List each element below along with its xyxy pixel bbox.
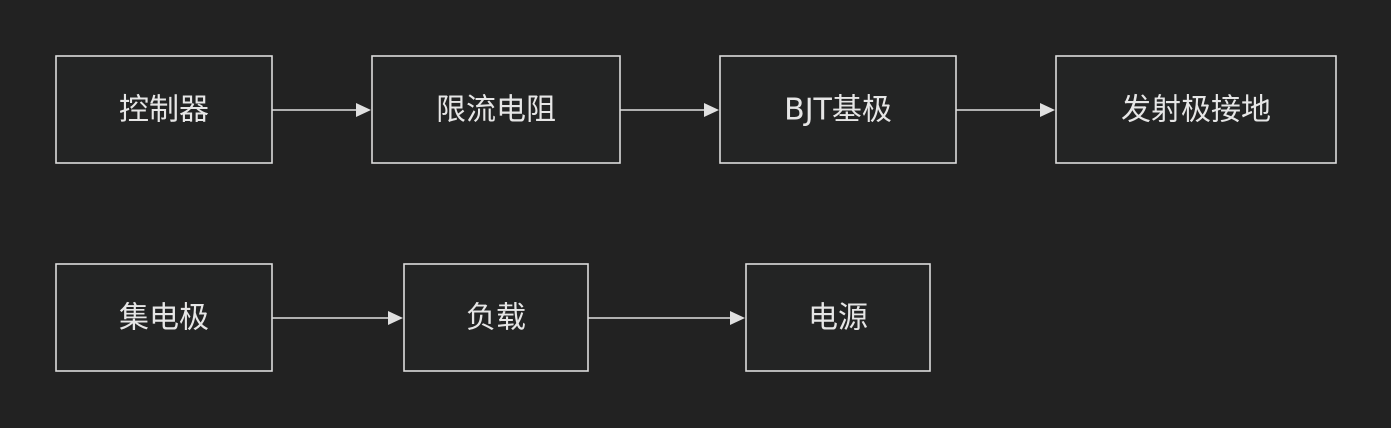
node-collector: 集电极	[55, 263, 273, 372]
node-bjt-base-label: BJT基极	[784, 93, 892, 128]
node-emitter-ground-label: 发射极接地	[1121, 93, 1271, 128]
edge-resistor-to-bjt-base	[620, 103, 719, 117]
node-controller-label: 控制器	[119, 93, 209, 128]
edge-bjt-base-to-emitter-ground	[956, 103, 1055, 117]
node-bjt-base: BJT基极	[719, 55, 957, 164]
node-load: 负载	[403, 263, 589, 372]
edge-load-to-power-supply	[588, 311, 745, 325]
edge-controller-to-resistor	[272, 103, 371, 117]
node-collector-label: 集电极	[119, 301, 209, 336]
edge-collector-to-load	[272, 311, 403, 325]
node-controller: 控制器	[55, 55, 273, 164]
node-load-label: 负载	[466, 301, 526, 336]
node-current-limit-resistor: 限流电阻	[371, 55, 621, 164]
node-current-limit-resistor-label: 限流电阻	[436, 93, 556, 128]
node-emitter-ground: 发射极接地	[1055, 55, 1337, 164]
node-power-supply-label: 电源	[808, 301, 868, 336]
node-power-supply: 电源	[745, 263, 931, 372]
